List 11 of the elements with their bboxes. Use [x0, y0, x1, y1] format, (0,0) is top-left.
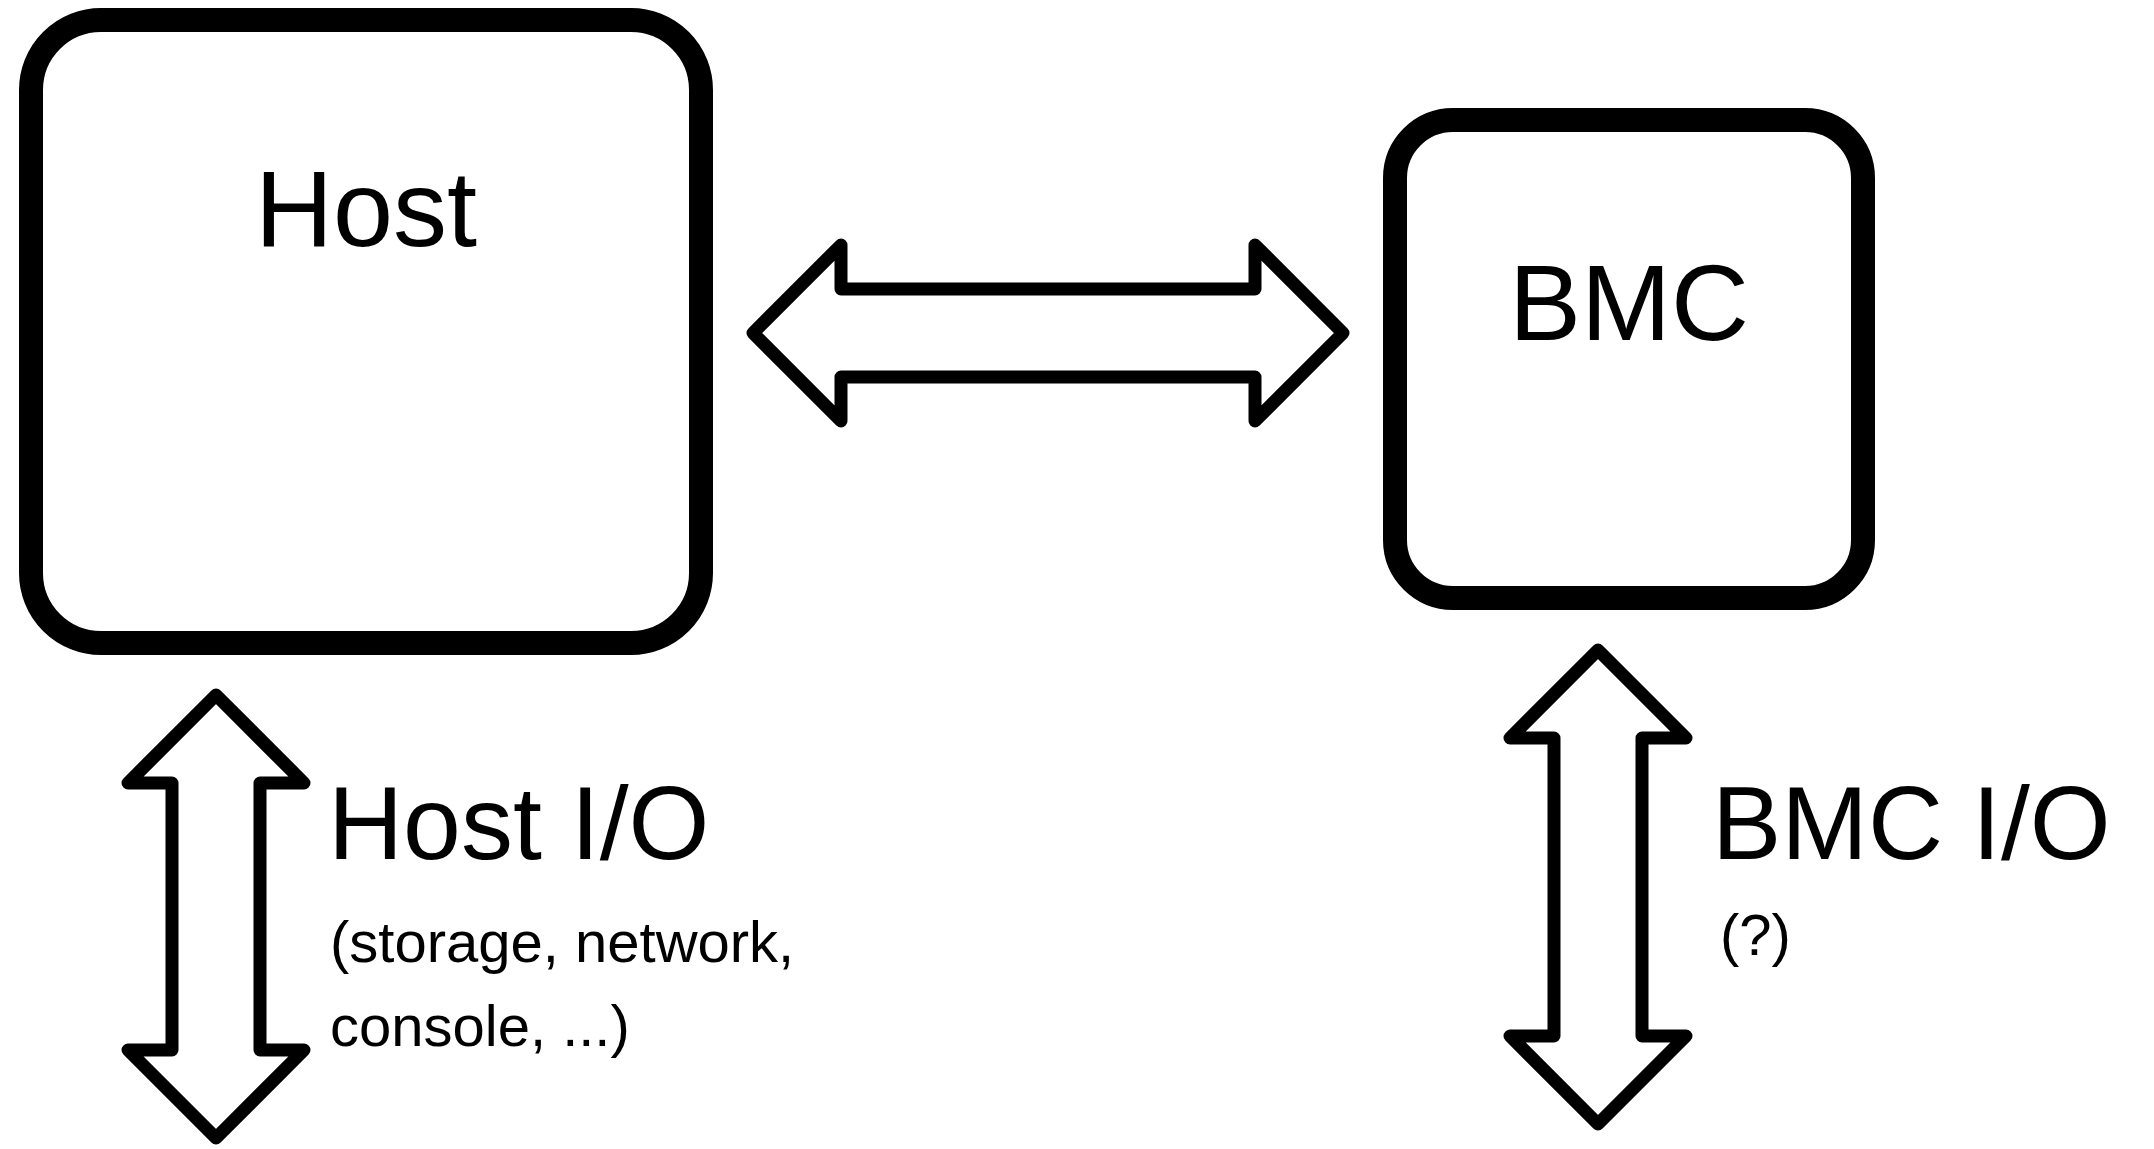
- io-note: (?): [1720, 901, 1792, 969]
- box-title: BMC: [1509, 244, 1749, 363]
- double-arrow: [746, 238, 1350, 428]
- double-arrow: [1503, 643, 1693, 1131]
- io-label: Host I/O: [328, 766, 710, 881]
- io-note: (storage, network, console, ...): [330, 908, 796, 1061]
- double-arrow: [121, 688, 311, 1145]
- component-box: [19, 8, 713, 655]
- io-label: BMC I/O: [1712, 766, 2111, 881]
- box-title: Host: [254, 150, 478, 269]
- component-box: [1383, 108, 1875, 610]
